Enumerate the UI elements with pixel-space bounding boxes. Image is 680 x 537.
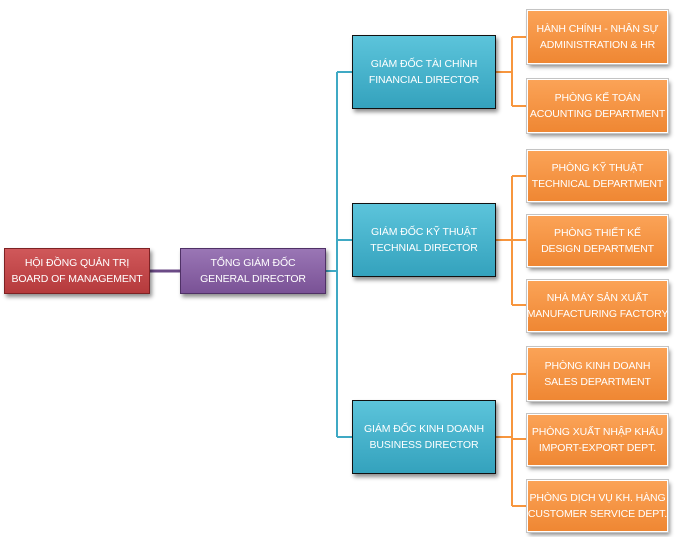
dept-admin-hr-box: HÀNH CHÍNH - NHÂN SỰ ADMINISTRATION & HR [526, 9, 669, 65]
director-label-en: FINANCIAL DIRECTOR [368, 74, 480, 86]
director-label-en: BUSINESS DIRECTOR [369, 439, 479, 451]
dept-label-vi: PHÒNG DỊCH VỤ KH. HÀNG [529, 491, 666, 504]
director-label-vi: GIÁM ĐỐC TÀI CHÍNH [370, 57, 478, 70]
dept-label-en: TECHNICAL DEPARTMENT [531, 178, 664, 190]
dept-label-en: IMPORT-EXPORT DEPT. [538, 442, 657, 454]
dept-label-vi: PHÒNG KINH DOANH [544, 359, 651, 372]
ceo-label-vi: TỔNG GIÁM ĐỐC [210, 256, 296, 269]
general-director-box: TỔNG GIÁM ĐỐC GENERAL DIRECTOR [180, 248, 326, 294]
financial-director-box: GIÁM ĐỐC TÀI CHÍNH FINANCIAL DIRECTOR [352, 35, 496, 109]
dept-design-box: PHÒNG THIẾT KẾ DESIGN DEPARTMENT [526, 214, 669, 268]
dept-label-en: ADMINISTRATION & HR [539, 39, 656, 51]
director-label-vi: GIÁM ĐỐC KINH DOANH [363, 422, 485, 435]
dept-label-vi: NHÀ MÁY SẢN XUẤT [546, 291, 649, 304]
dept-label-vi: PHÒNG THIẾT KẾ [554, 226, 641, 239]
dept-label-vi: PHÒNG XUẤT NHẬP KHẨU [531, 425, 664, 438]
business-director-box: GIÁM ĐỐC KINH DOANH BUSINESS DIRECTOR [352, 400, 496, 474]
dept-label-en: ACOUNTING DEPARTMENT [529, 108, 666, 120]
board-of-management-box: HỘI ĐỒNG QUẢN TRỊ BOARD OF MANAGEMENT [4, 248, 150, 294]
dept-label-vi: PHÒNG KẾ TOÁN [554, 91, 641, 104]
director-label-en: TECHNIAL DIRECTOR [370, 242, 478, 254]
board-label-en: BOARD OF MANAGEMENT [11, 273, 143, 285]
dept-label-en: SALES DEPARTMENT [544, 376, 651, 388]
ceo-label-en: GENERAL DIRECTOR [200, 273, 306, 285]
dept-technical-box: PHÒNG KỸ THUẬT TECHNICAL DEPARTMENT [526, 149, 669, 203]
dept-accounting-box: PHÒNG KẾ TOÁN ACOUNTING DEPARTMENT [526, 78, 669, 134]
dept-manufacturing-box: NHÀ MÁY SẢN XUẤT MANUFACTURING FACTORY [526, 279, 669, 333]
dept-label-en: CUSTOMER SERVICE DEPT. [527, 508, 668, 520]
dept-sales-box: PHÒNG KINH DOANH SALES DEPARTMENT [526, 346, 669, 402]
connector-ceo-directors [326, 71, 352, 438]
dept-label-vi: PHÒNG KỸ THUẬT [551, 161, 644, 174]
dept-label-en: DESIGN DEPARTMENT [541, 243, 654, 255]
dept-customer-service-box: PHÒNG DỊCH VỤ KH. HÀNG CUSTOMER SERVICE … [526, 479, 669, 533]
connector-directors-departments [496, 36, 527, 507]
board-label-vi: HỘI ĐỒNG QUẢN TRỊ [24, 256, 130, 269]
director-label-vi: GIÁM ĐỐC KỸ THUẬT [370, 225, 478, 238]
technical-director-box: GIÁM ĐỐC KỸ THUẬT TECHNIAL DIRECTOR [352, 203, 496, 277]
dept-label-vi: HÀNH CHÍNH - NHÂN SỰ [536, 22, 659, 35]
dept-import-export-box: PHÒNG XUẤT NHẬP KHẨU IMPORT-EXPORT DEPT. [526, 413, 669, 467]
dept-label-en: MANUFACTURING FACTORY [527, 308, 668, 320]
